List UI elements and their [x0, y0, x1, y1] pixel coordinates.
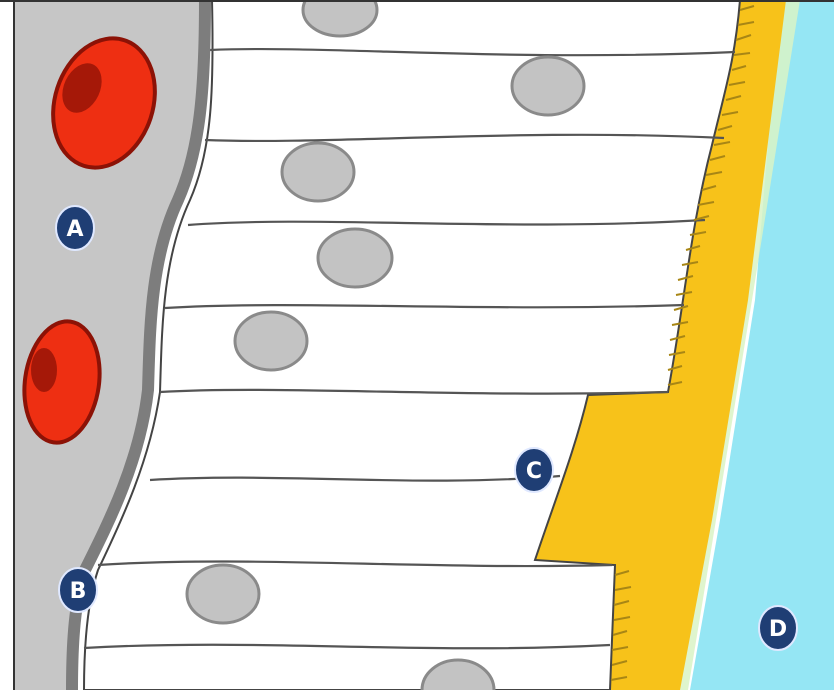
svg-text:B: B — [70, 579, 87, 604]
label-a: A — [56, 206, 94, 250]
svg-text:A: A — [66, 217, 83, 242]
nucleus — [282, 143, 354, 201]
nucleus — [187, 565, 259, 623]
svg-text:D: D — [769, 617, 787, 642]
label-c: C — [515, 448, 553, 492]
nucleus — [235, 312, 307, 370]
nucleus — [318, 229, 392, 287]
svg-text:C: C — [526, 459, 542, 484]
nucleus — [512, 57, 584, 115]
label-b: B — [59, 568, 97, 612]
label-d: D — [759, 606, 797, 650]
